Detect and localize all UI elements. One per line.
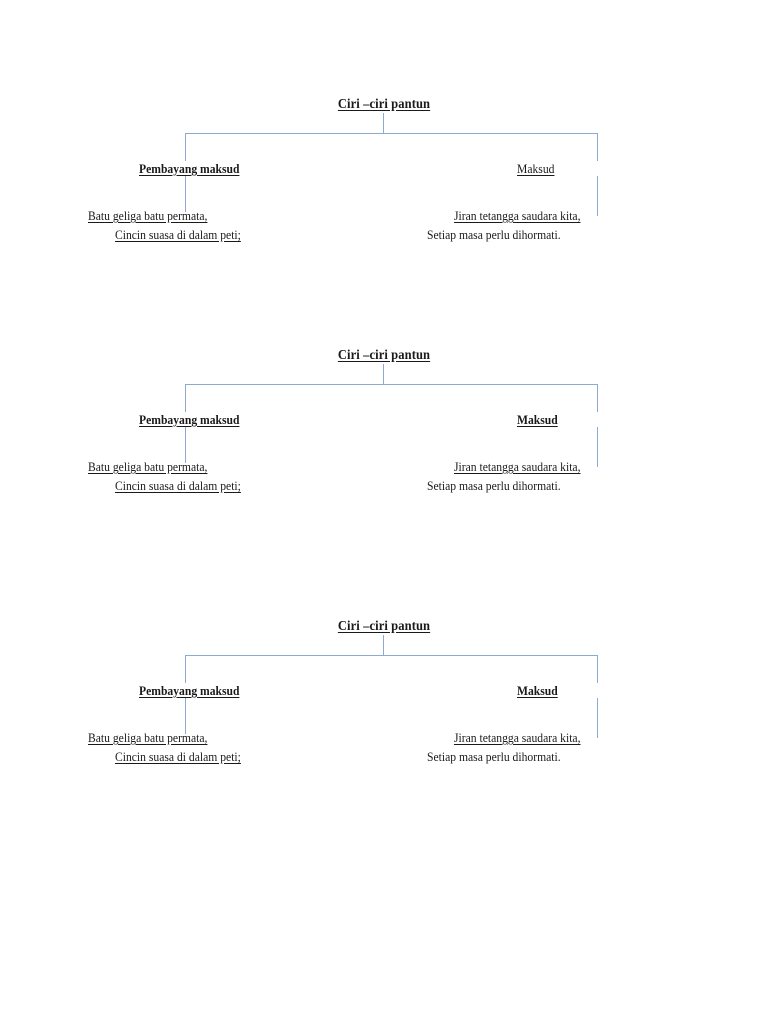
leaf-line: Setiap masa perlu dihormati. xyxy=(427,479,561,493)
leaf-text-pembayang: Batu geliga batu permata, Cincin suasa d… xyxy=(88,207,252,245)
connector-horizontal-bar xyxy=(185,133,598,134)
leaf-line: Cincin suasa di dalam peti; xyxy=(114,750,241,764)
root-node-label: Ciri –ciri pantun xyxy=(337,347,431,362)
leaf-line: Cincin suasa di dalam peti; xyxy=(114,479,241,493)
tree-diagram: Ciri –ciri pantun Pembayang maksud Maksu… xyxy=(0,88,768,263)
tree-diagram: Ciri –ciri pantun Pembayang maksud Maksu… xyxy=(0,339,768,514)
branch-label-pembayang-maksud: Pembayang maksud xyxy=(139,413,240,427)
leaf-line: Setiap masa perlu dihormati. xyxy=(427,228,561,242)
leaf-line: Cincin suasa di dalam peti; xyxy=(114,228,241,242)
connector-left-stem-upper xyxy=(185,133,186,161)
branch-label-maksud: Maksud xyxy=(517,684,558,698)
connector-left-stem-lower xyxy=(185,176,186,212)
connector-horizontal-bar xyxy=(185,384,598,385)
leaf-text-maksud: Jiran tetangga saudara kita, Setiap masa… xyxy=(427,729,592,767)
connector-root-stem xyxy=(383,364,384,385)
leaf-line: Jiran tetangga saudara kita, xyxy=(453,460,581,474)
leaf-text-maksud: Jiran tetangga saudara kita, Setiap masa… xyxy=(427,207,592,245)
connector-left-stem-lower xyxy=(185,698,186,734)
tree-diagram: Ciri –ciri pantun Pembayang maksud Maksu… xyxy=(0,610,768,785)
branch-label-maksud: Maksud xyxy=(517,162,555,176)
branch-label-pembayang-maksud: Pembayang maksud xyxy=(139,684,240,698)
branch-label-maksud: Maksud xyxy=(517,413,558,427)
leaf-line: Batu geliga batu permata, xyxy=(88,460,208,474)
connector-root-stem xyxy=(383,635,384,656)
connector-left-stem-upper xyxy=(185,384,186,412)
leaf-line: Setiap masa perlu dihormati. xyxy=(427,750,561,764)
connector-left-stem-upper xyxy=(185,655,186,683)
root-node-label: Ciri –ciri pantun xyxy=(337,618,431,633)
root-node-label: Ciri –ciri pantun xyxy=(337,96,431,111)
leaf-text-maksud: Jiran tetangga saudara kita, Setiap masa… xyxy=(427,458,592,496)
connector-horizontal-bar xyxy=(185,655,598,656)
connector-right-stem-lower xyxy=(597,427,598,467)
leaf-text-pembayang: Batu geliga batu permata, Cincin suasa d… xyxy=(88,458,252,496)
connector-right-stem-upper xyxy=(597,384,598,412)
leaf-line: Jiran tetangga saudara kita, xyxy=(453,209,581,223)
branch-label-pembayang-maksud: Pembayang maksud xyxy=(139,162,240,176)
connector-root-stem xyxy=(383,113,384,134)
connector-left-stem-lower xyxy=(185,427,186,463)
connector-right-stem-lower xyxy=(597,698,598,738)
connector-right-stem-upper xyxy=(597,655,598,683)
connector-right-stem-upper xyxy=(597,133,598,161)
leaf-text-pembayang: Batu geliga batu permata, Cincin suasa d… xyxy=(88,729,252,767)
leaf-line: Jiran tetangga saudara kita, xyxy=(453,731,581,745)
leaf-line: Batu geliga batu permata, xyxy=(88,209,208,223)
connector-right-stem-lower xyxy=(597,176,598,216)
leaf-line: Batu geliga batu permata, xyxy=(88,731,208,745)
